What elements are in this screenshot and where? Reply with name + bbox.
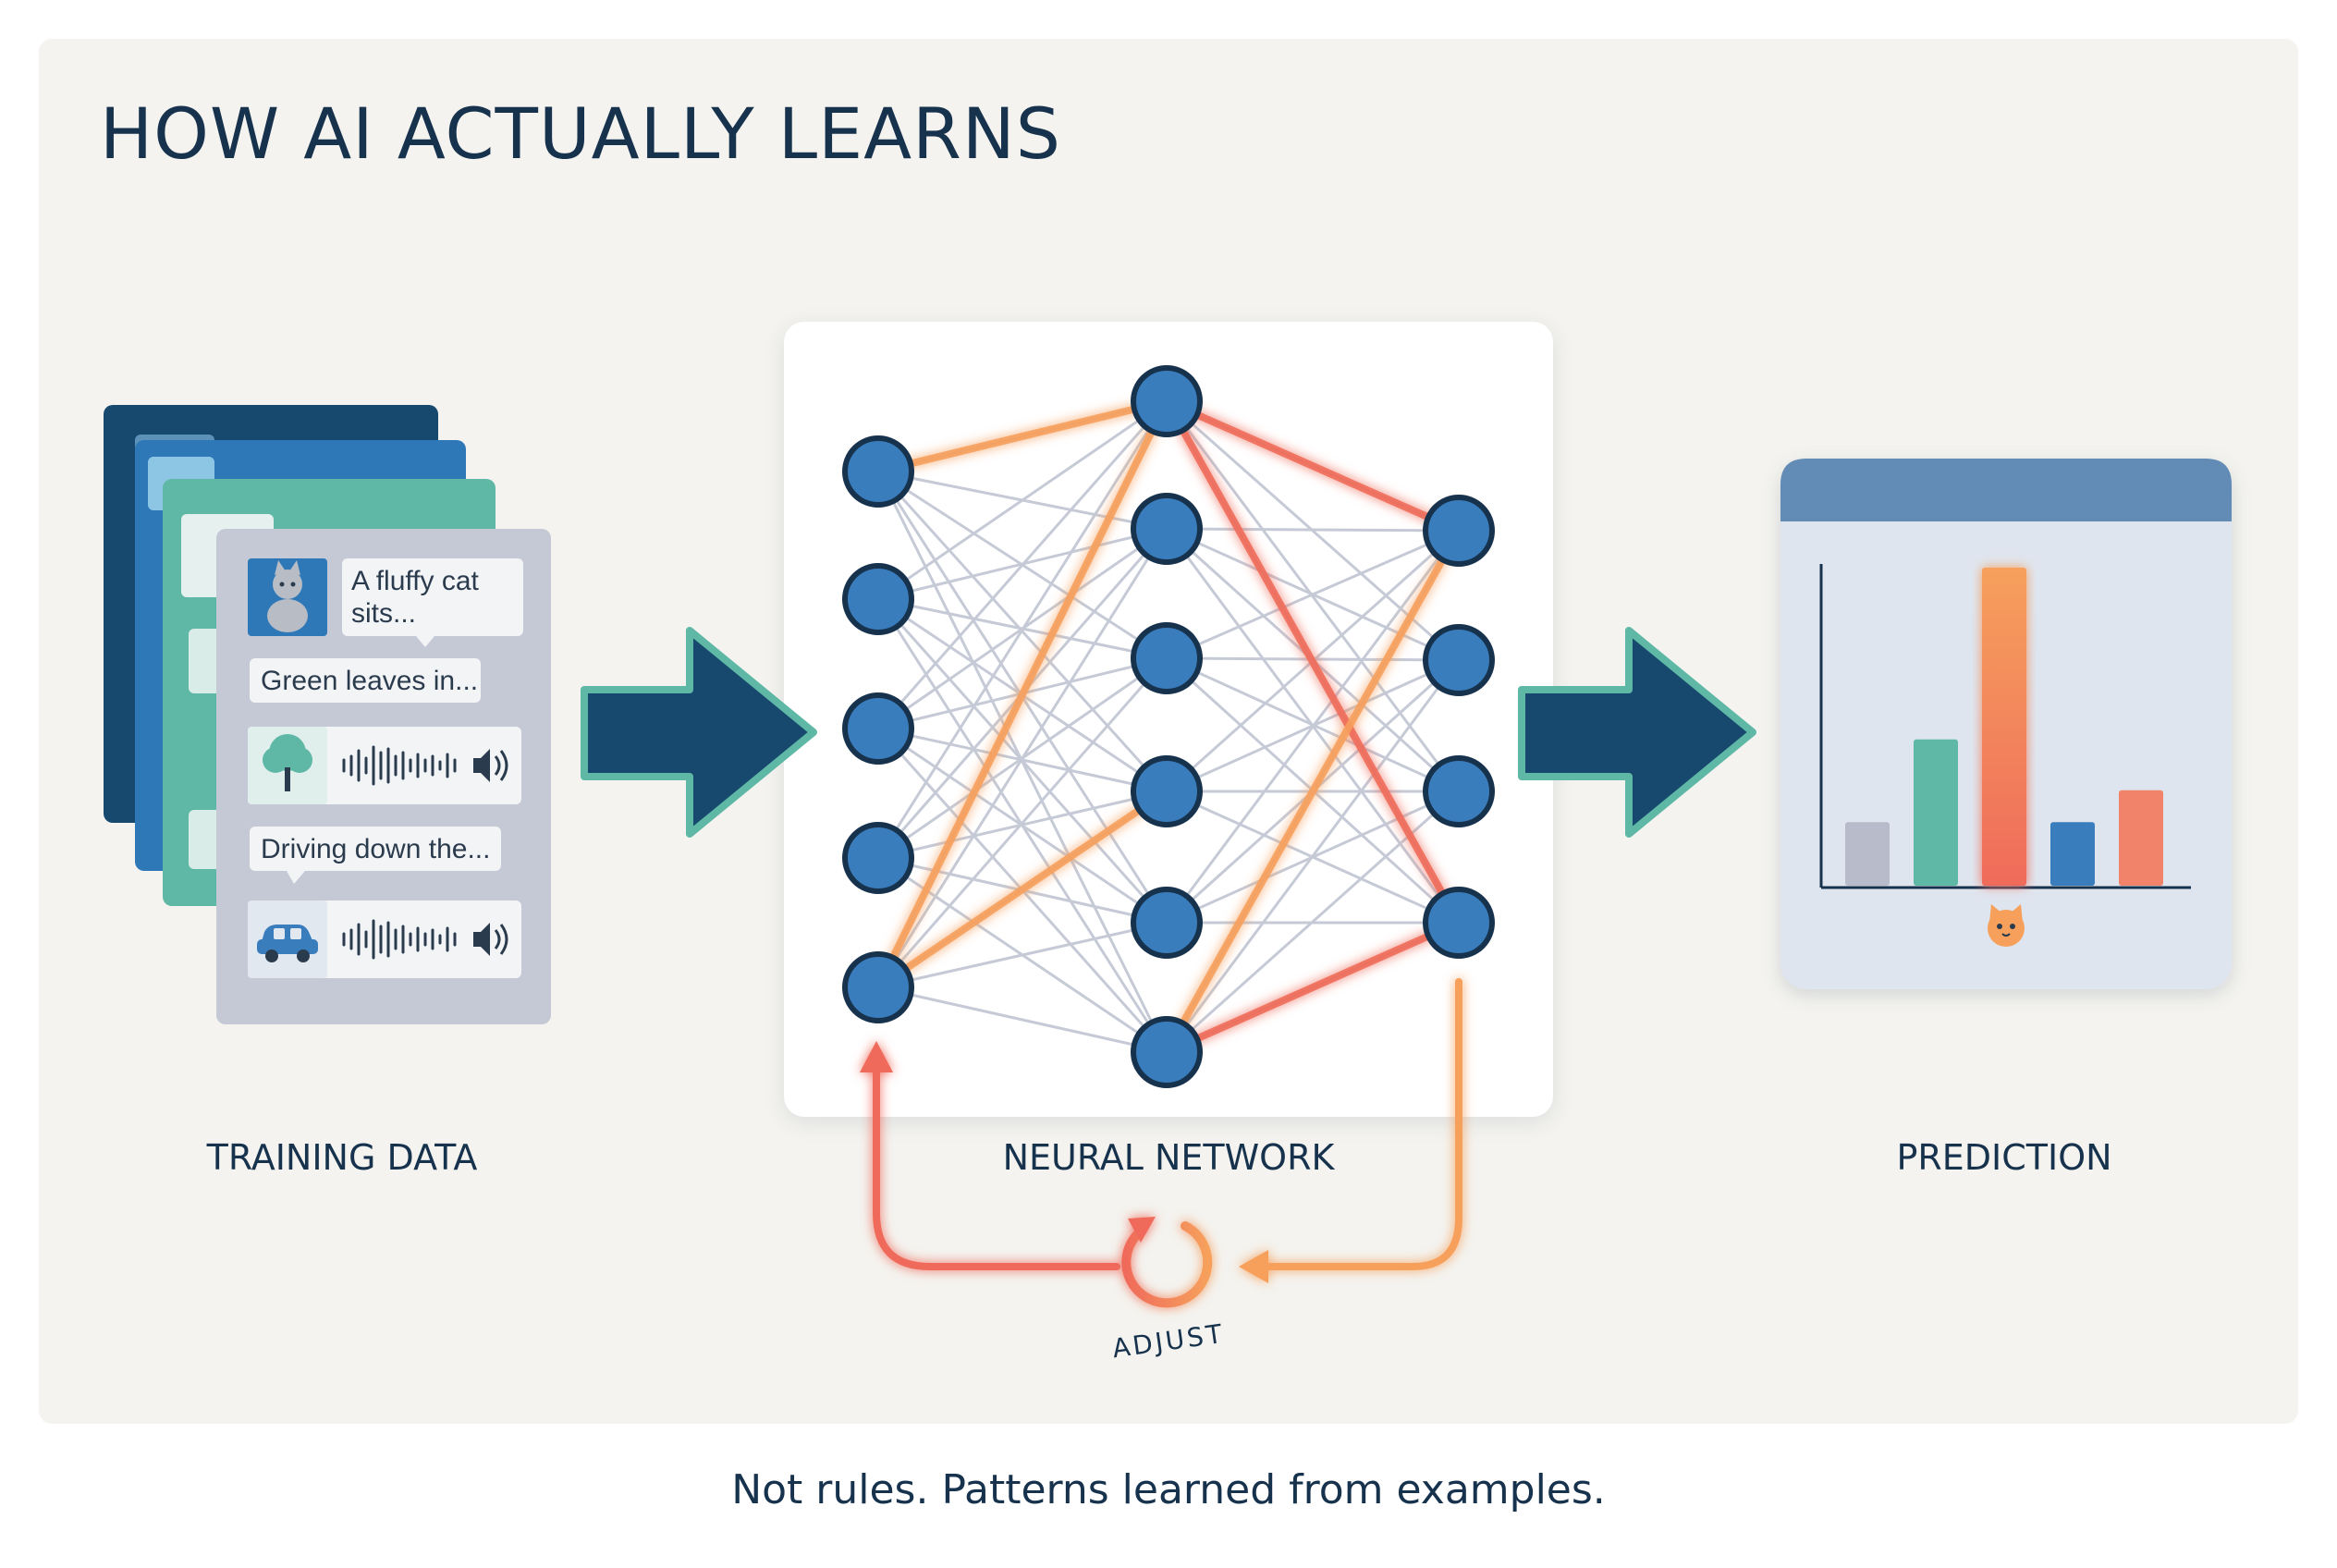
connection-line (877, 921, 1168, 989)
prediction-bar (2050, 822, 2095, 886)
page-title: HOW AI ACTUALLY LEARNS (100, 92, 1062, 175)
cat-icon (267, 560, 308, 632)
network-node (842, 692, 914, 765)
label-training-data: TRAINING DATA (206, 1137, 478, 1178)
active-connection (875, 788, 1170, 991)
caption: Not rules. Patterns learned from example… (731, 1466, 1606, 1513)
network-active-paths (875, 398, 1462, 1056)
network-node (1131, 622, 1203, 694)
car-icon (257, 925, 318, 962)
connection-line (876, 400, 1168, 729)
connection-line (876, 657, 1168, 988)
waveform-icon (342, 745, 457, 786)
network-nodes (842, 365, 1495, 1088)
prediction-bar (2119, 790, 2163, 886)
cat-icon (1988, 904, 2025, 947)
training-data-stack (104, 405, 551, 1024)
network-node (1131, 1016, 1203, 1088)
connection-line (876, 400, 1168, 859)
network-node (842, 563, 914, 635)
connection-line (1165, 659, 1461, 1053)
network-node (1131, 365, 1203, 437)
network-node (842, 951, 914, 1023)
adjust-cycle-icon (1121, 1221, 1213, 1308)
feedback-arrowhead-up (860, 1041, 893, 1072)
connection-line (876, 528, 1168, 988)
prediction-card (1780, 459, 2232, 989)
connection-line (1166, 529, 1460, 660)
connection-line (1165, 530, 1461, 924)
network-node (842, 822, 914, 894)
active-connection (1163, 527, 1462, 1056)
network-node (1423, 887, 1495, 959)
network-node (1131, 493, 1203, 565)
active-connection (875, 398, 1170, 475)
connection-line (877, 986, 1168, 1054)
network-node (1131, 887, 1203, 959)
connection-line (877, 399, 1168, 601)
active-connection (1163, 919, 1462, 1056)
text-bubble-cat (342, 558, 523, 636)
active-connection (1163, 398, 1462, 534)
active-connection (875, 398, 1170, 991)
network-node (842, 435, 914, 508)
arrow-to-prediction (1518, 627, 1756, 838)
feedback-loop (860, 978, 1462, 1308)
text-example-driving: Driving down the... (261, 834, 491, 864)
tree-icon (263, 734, 312, 791)
connection-line (1165, 400, 1461, 792)
text-example-leaves: Green leaves in... (261, 666, 479, 696)
network-node (1131, 755, 1203, 827)
label-neural-network: NEURAL NETWORK (1002, 1137, 1335, 1178)
text-bubble-leaves (250, 658, 481, 703)
waveform-icon (342, 919, 457, 960)
label-prediction: PREDICTION (1896, 1137, 2112, 1178)
prediction-bar (1982, 568, 2026, 886)
network-node (1423, 755, 1495, 827)
speaker-icon (473, 923, 508, 956)
network-node (1423, 624, 1495, 696)
active-connection (1163, 398, 1462, 926)
speaker-icon (473, 749, 508, 782)
text-example-cat: A fluffy cat sits... (351, 566, 479, 629)
feedback-arrowhead-right (1239, 1250, 1268, 1283)
prediction-bar (1845, 822, 1890, 886)
prediction-card-header (1780, 459, 2232, 521)
prediction-bars (1845, 568, 2163, 886)
network-node (1423, 495, 1495, 567)
text-bubble-driving (250, 827, 501, 871)
prediction-bar (1914, 739, 1958, 886)
arrow-to-network (581, 627, 817, 838)
connection-line (1166, 527, 1460, 533)
